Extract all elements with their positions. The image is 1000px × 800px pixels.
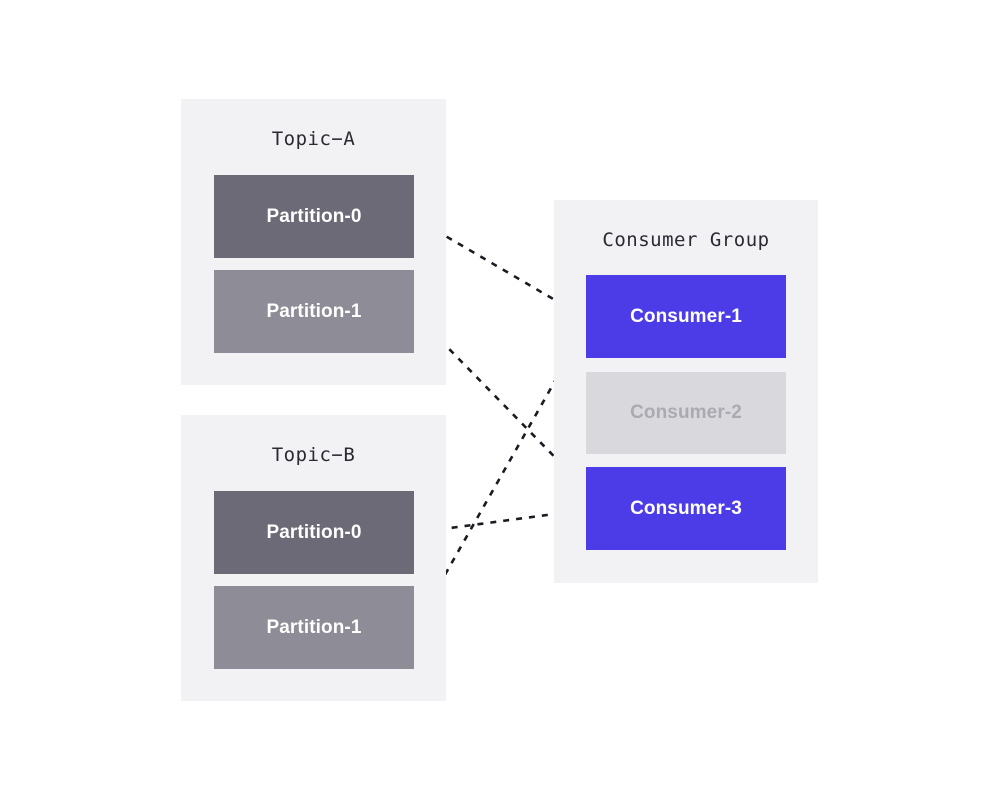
topic-b-partition-0-label: Partition-0: [266, 521, 362, 543]
consumer-group-title: Consumer Group: [602, 229, 770, 251]
consumer-2-label: Consumer-2: [630, 402, 742, 423]
topic-a-title: Topic−A: [271, 128, 356, 150]
topic-a-partition-0-label: Partition-0: [266, 205, 362, 227]
topic-b-title: Topic−B: [271, 444, 356, 466]
topic-b-partition-1[interactable]: Partition-1: [214, 586, 414, 669]
topic-b-partition-0[interactable]: Partition-0: [214, 491, 414, 574]
consumer-1-label: Consumer-1: [630, 305, 742, 327]
consumer-3[interactable]: Consumer-3: [586, 467, 786, 550]
topic-b-partition-1-label: Partition-1: [266, 616, 362, 638]
consumer-3-label: Consumer-3: [630, 497, 742, 519]
topic-a-partition-0[interactable]: Partition-0: [214, 175, 414, 258]
consumer-1[interactable]: Consumer-1: [586, 275, 786, 358]
consumer-2[interactable]: Consumer-2: [586, 372, 786, 454]
topic-a-partition-1[interactable]: Partition-1: [214, 270, 414, 353]
topic-a-partition-1-label: Partition-1: [266, 300, 362, 322]
